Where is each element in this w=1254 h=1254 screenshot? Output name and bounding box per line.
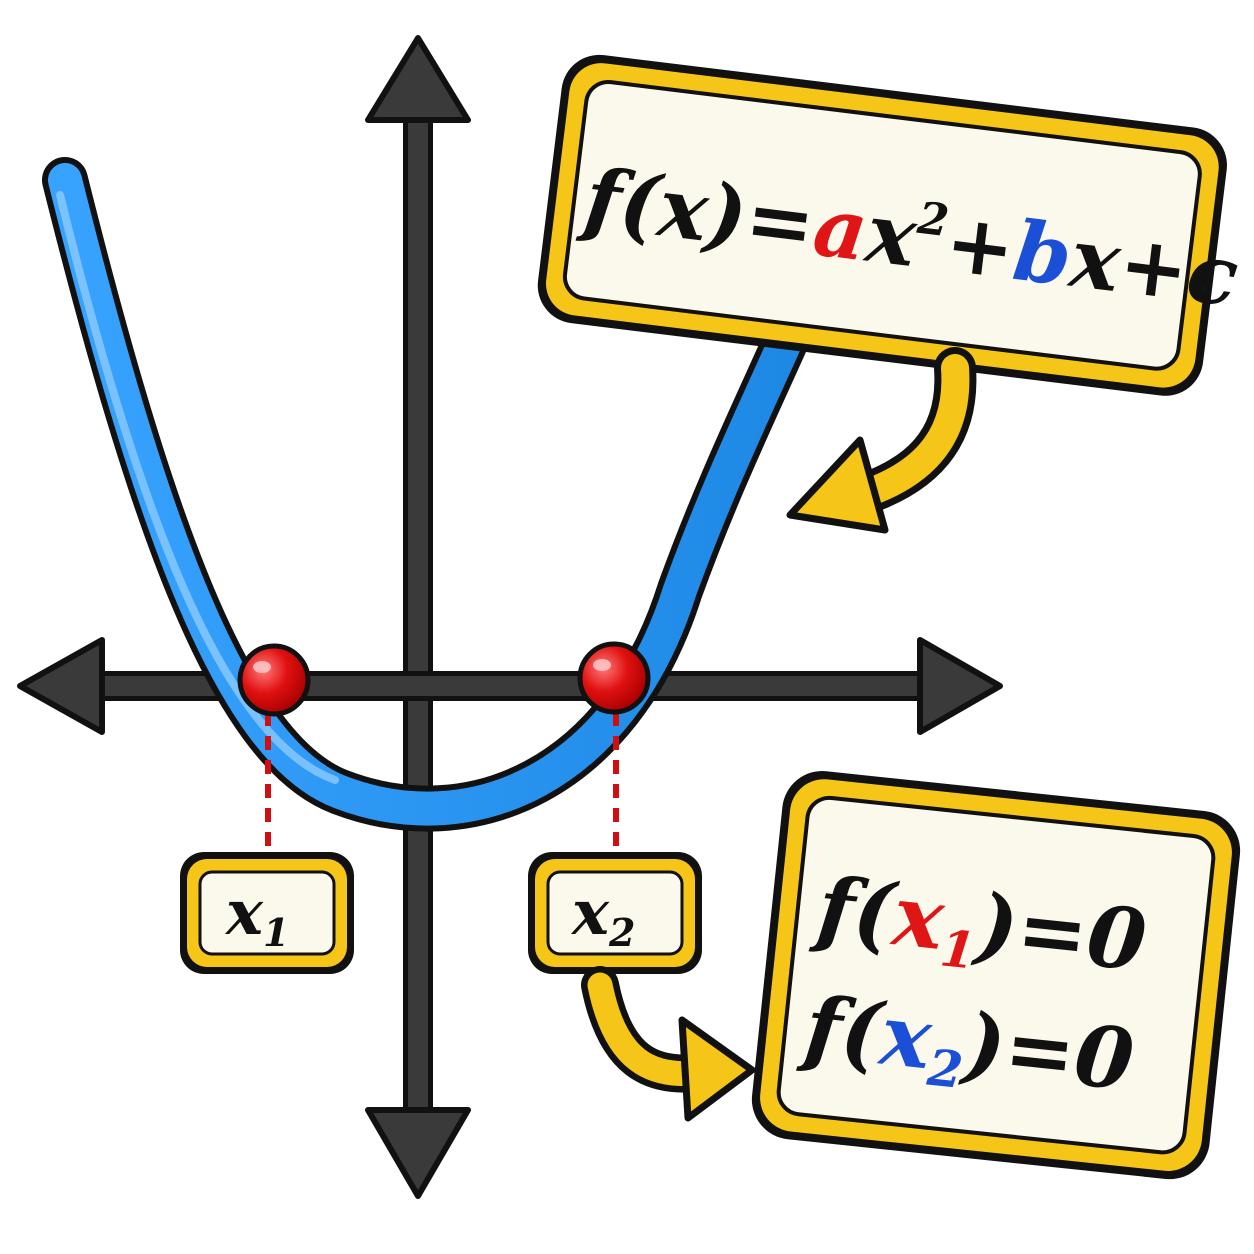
y-axis (365, 35, 471, 1199)
axis-arrowhead-icon (365, 35, 471, 123)
axis-arrowhead-icon (365, 1107, 471, 1199)
formula-box: f(x)=ax2+bx+c (537, 54, 1243, 396)
svg-text:x1: x1 (224, 876, 289, 955)
axis-arrowhead-icon (917, 637, 1003, 735)
equation-line-1: f(x1)=0 (807, 857, 1151, 998)
coef-a: a (808, 178, 872, 280)
equation-line-2: f(x2)=0 (795, 976, 1139, 1117)
equations-box: f(x1)=0 f(x2)=0 (751, 771, 1241, 1180)
axis-arrowhead-icon (17, 637, 105, 735)
svg-text:x2: x2 (570, 876, 635, 955)
x2-label-box: x2 (528, 852, 702, 974)
x-axis (17, 637, 1003, 735)
coef-b: b (1008, 203, 1077, 305)
root-point-x1 (237, 643, 311, 717)
parabola-curve (42, 157, 818, 832)
x1-label-box: x1 (180, 852, 354, 974)
curved-arrow-icon (581, 966, 756, 1122)
exponent: 2 (914, 193, 952, 247)
curved-arrow-icon (786, 347, 977, 534)
root-point-x2 (577, 641, 651, 715)
